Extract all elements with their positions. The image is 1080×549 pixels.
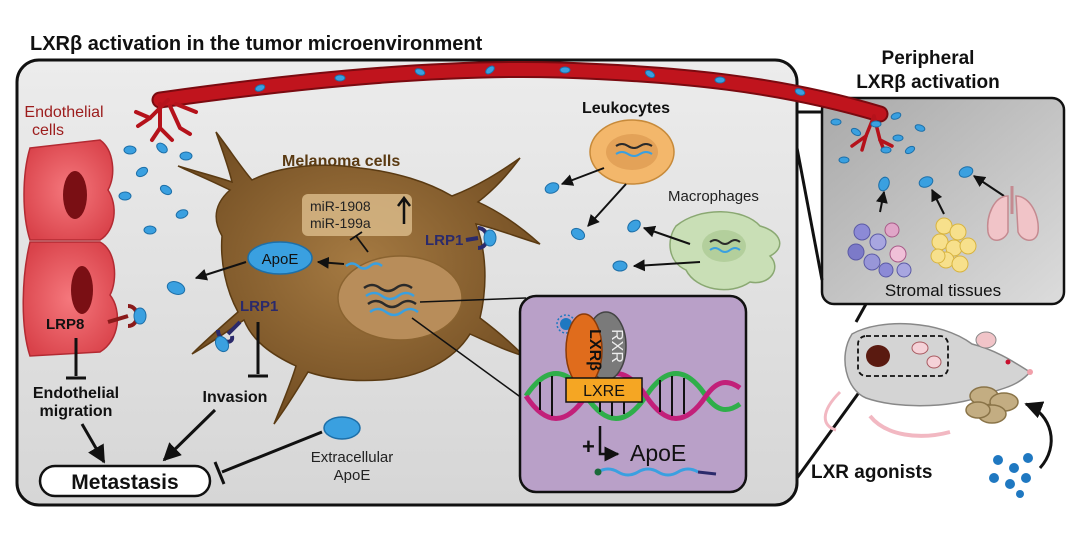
leukocyte-arrow-1 <box>560 167 605 186</box>
mirna-inhibition-line <box>355 235 369 253</box>
stromal-arrow-1 <box>875 190 888 213</box>
endothelial-cell-top <box>23 139 115 241</box>
zoom-line-top <box>419 297 527 303</box>
stromal-arrow-2 <box>931 188 945 215</box>
lrp1-right-receptor <box>465 226 497 250</box>
transcript-cap <box>594 468 602 476</box>
lrp1-left-label: LRP1 <box>240 298 278 315</box>
lxre-element <box>565 377 643 403</box>
macrophage-cell <box>669 211 781 291</box>
transcription-arrow <box>598 426 620 462</box>
lung-tissue-icon <box>986 186 1039 241</box>
leukocyte-apoe-2 <box>570 227 586 241</box>
adipose-tissue-icon <box>930 217 977 273</box>
lrp1-left-receptor <box>214 320 242 353</box>
plus-sign: + <box>582 434 595 459</box>
apoe-mrna <box>345 262 383 270</box>
lrp8-receptor <box>107 304 147 328</box>
zoom-line-bottom <box>411 317 531 405</box>
vessel-branches-left <box>134 98 198 142</box>
lrp8-label: LRP8 <box>46 316 84 333</box>
connector-to-mouse-top <box>854 303 868 323</box>
endothelial-migration-line2: migration <box>40 403 113 420</box>
mirna-box <box>302 194 412 236</box>
peripheral-apoe-emitted <box>878 166 974 192</box>
macrophage-apoe-1 <box>627 219 641 233</box>
lxre-label: LXRE <box>583 383 625 400</box>
connector-mid <box>795 147 824 281</box>
stromal-tissues-label: Stromal tissues <box>885 281 1001 300</box>
macrophage-apoe-2 <box>612 260 628 272</box>
leukocyte-apoe-1 <box>544 182 560 194</box>
lxr-agonist-food-pellets-icon <box>965 386 1019 424</box>
blood-cell-tissue-icon <box>847 222 912 278</box>
transcript-tail <box>697 470 717 476</box>
lxr-agonists-label: LXR agonists <box>811 462 932 483</box>
peripheral-apoe-particles <box>830 112 926 164</box>
extracellular-apoe-inhibition-line <box>221 430 323 474</box>
leukocytes-label: Leukocytes <box>582 100 670 117</box>
nucleus-dna-strands <box>363 283 419 317</box>
vessel-apoe-particles <box>254 65 806 96</box>
lxrb-label: LXRβ <box>586 329 603 371</box>
metastasis-label: Metastasis <box>71 471 178 494</box>
mrna-to-apoe-arrow <box>316 256 345 269</box>
intracellular-apoe <box>247 241 313 275</box>
stromal-arrow-3 <box>973 175 1005 197</box>
extracellular-apoe-particle <box>323 416 361 440</box>
apoe-gene-label: ApoE <box>630 440 686 466</box>
mouse-icon <box>823 322 1033 438</box>
endothelial-label-line2: cells <box>32 122 64 139</box>
macrophage-arrow-1 <box>642 225 691 245</box>
peripheral-title-line1: Peripheral <box>882 48 975 69</box>
endothelial-label-line1: Endothelial <box>24 104 103 121</box>
apoe-transcript <box>597 467 699 477</box>
leukocyte-cell <box>589 119 675 185</box>
macrophages-label: Macrophages <box>668 188 759 205</box>
melanoma-label: Melanoma cells <box>282 153 400 170</box>
free-apoe-particles <box>118 142 193 295</box>
mirna-up-arrow-icon <box>397 195 411 224</box>
extracellular-apoe-inhibition-bar <box>213 461 226 485</box>
melanoma-nucleus <box>337 255 463 341</box>
peripheral-title-line2: LXRβ activation <box>856 72 1000 93</box>
lrp1-right-label: LRP1 <box>425 232 463 249</box>
agonist-feeding-arrow <box>1024 401 1053 470</box>
endothelial-cell-bottom <box>22 241 119 357</box>
mir199a-label: miR-199a <box>310 215 371 231</box>
extracellular-apoe-line2: ApoE <box>334 467 371 484</box>
apoe-intracellular-label: ApoE <box>262 251 299 268</box>
macrophage-arrow-2 <box>632 259 701 272</box>
migration-to-metastasis-arrow <box>80 423 106 464</box>
lxr-agonist-molecules-icon <box>989 453 1033 498</box>
leukocyte-arrow-2 <box>587 183 627 227</box>
invasion-to-metastasis-arrow <box>162 408 217 462</box>
mir1908-label: miR-1908 <box>310 198 371 214</box>
endothelial-migration-line1: Endothelial <box>33 385 119 402</box>
mirna-inhibition-bar <box>349 231 363 241</box>
invasion-label: Invasion <box>203 389 268 406</box>
main-title: LXRβ activation in the tumor microenviro… <box>30 33 483 55</box>
apoe-secretion-arrow <box>194 261 247 281</box>
extracellular-apoe-line1: Extracellular <box>311 449 394 466</box>
metastasis-box <box>38 464 212 498</box>
rxr-label: RXR <box>608 329 625 363</box>
